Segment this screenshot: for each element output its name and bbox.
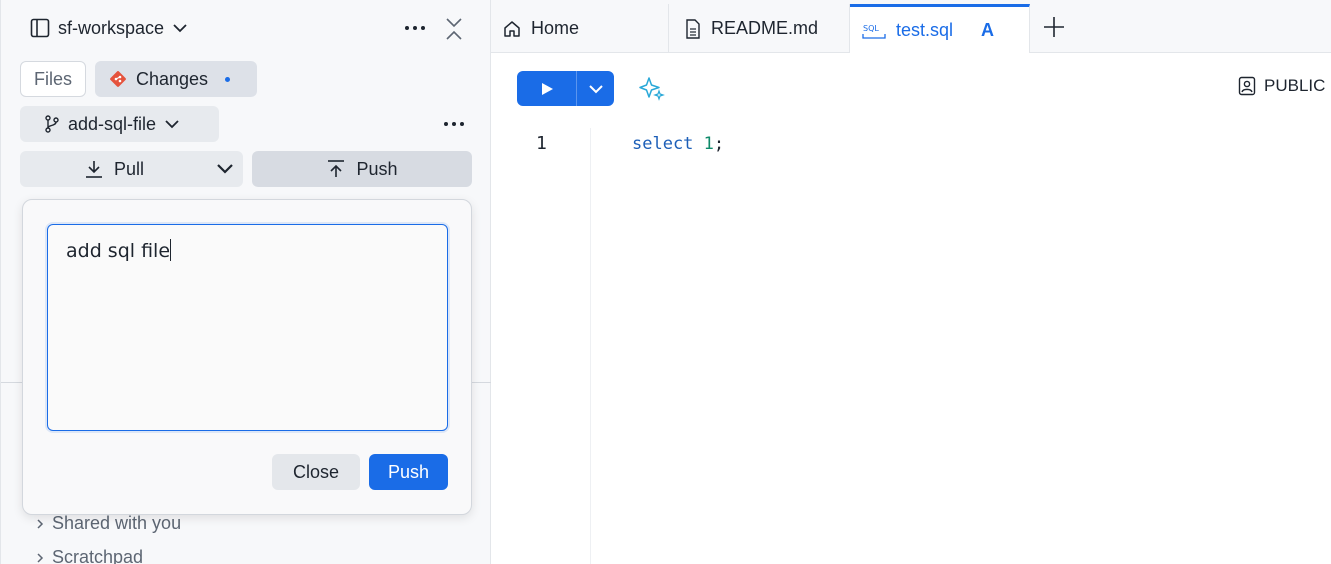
new-tab-button[interactable] [1041,14,1067,40]
line-number: 1 [536,133,547,154]
collapse-icon [446,18,462,40]
tree-item-label: Shared with you [52,513,182,533]
gutter-divider [590,128,591,564]
chevron-down-icon [165,120,179,129]
tree-item-label: Scratchpad [52,547,144,564]
more-horizontal-icon [444,122,464,126]
confirm-push-button[interactable]: Push [369,454,448,490]
chevron-down-icon [588,84,603,93]
text-caret [170,239,172,261]
changes-indicator-dot [225,76,231,82]
upload-icon [328,160,345,177]
close-button[interactable]: Close [272,454,360,490]
run-button-group [517,71,614,106]
branch-name: add-sql-file [68,113,157,134]
run-button[interactable] [517,71,577,106]
push-label: Push [356,158,398,179]
added-status-badge: A [981,19,995,40]
home-icon [504,20,520,37]
branch-more-button[interactable] [440,110,468,138]
tab-test-sql[interactable]: SQL test.sql A [850,4,1030,53]
tab-readme[interactable]: README.md [669,4,850,53]
more-horizontal-icon [405,26,425,30]
sql-editor: PUBLIC 1 select 1; [491,53,1331,564]
tab-label: test.sql [896,19,954,40]
tab-home[interactable]: Home [491,4,669,53]
svg-text:SQL: SQL [863,24,879,33]
commit-message-text: add sql file [66,240,171,262]
plus-icon [1044,17,1064,37]
role-name: PUBLIC [1264,76,1326,95]
editor-tab-bar: Home README.md SQL test.sql A [491,0,1331,53]
document-icon [686,18,700,39]
commit-message-input[interactable]: add sql file [47,224,448,431]
tree-item-shared-with-you[interactable]: Shared with you [36,513,181,534]
commit-popover: add sql file Close Push [22,199,472,515]
run-options-button[interactable] [577,71,614,106]
tree-item-scratchpad[interactable]: Scratchpad [36,547,143,564]
tab-label: README.md [711,18,819,38]
sql-semicolon: ; [713,134,725,154]
tab-label: Home [531,18,580,38]
pull-button[interactable]: Pull [20,151,243,187]
git-branch-icon [45,115,59,133]
panel-layout-icon [30,18,50,38]
tab-files[interactable]: Files [20,61,86,97]
play-icon [541,82,553,95]
sql-keyword: select [632,134,694,154]
push-button[interactable]: Push [252,151,472,187]
ai-assist-button[interactable] [639,75,665,101]
chevron-right-icon [37,552,44,563]
user-badge-icon [1238,76,1256,96]
workspace-switcher[interactable]: sf-workspace [30,14,188,42]
sidebar: sf-workspace Files Changes add-s [0,0,491,564]
sql-icon: SQL [862,24,886,39]
role-selector[interactable]: PUBLIC [1238,76,1325,96]
chevron-down-icon[interactable] [215,159,235,179]
collapse-sidebar-button[interactable] [440,14,468,44]
branch-selector[interactable]: add-sql-file [20,106,219,142]
sql-number: 1 [703,134,714,154]
code-space [693,134,703,154]
download-icon [86,161,102,178]
pull-label: Pull [114,158,145,179]
tab-changes-label: Changes [136,68,209,89]
workspace-name: sf-workspace [58,17,165,38]
chevron-down-icon [173,24,187,33]
tab-changes[interactable]: Changes [95,61,257,97]
chevron-right-icon [37,518,44,529]
git-icon [110,71,126,87]
workspace-more-button[interactable] [400,14,430,42]
window-edge [0,0,1,564]
sparkle-icon [639,77,665,101]
code-line[interactable]: select 1; [632,134,724,154]
